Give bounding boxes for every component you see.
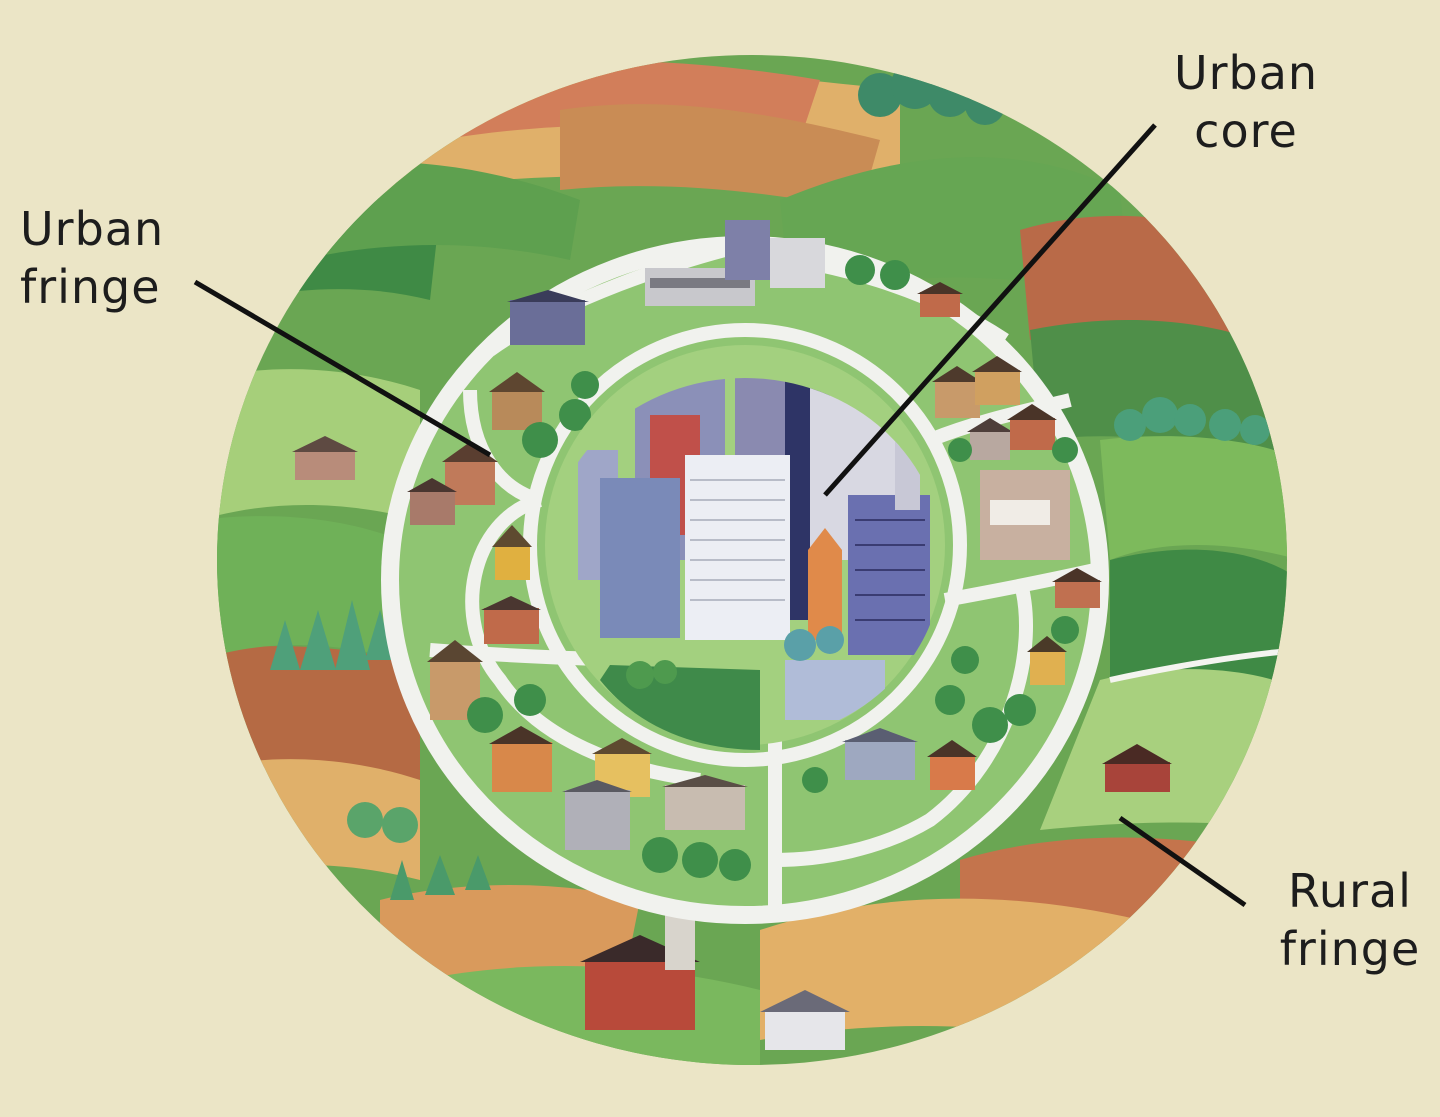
rural-fringe-label: Rural fringe: [1270, 862, 1430, 978]
office-block: [507, 290, 589, 345]
urban-fringe-label-line2: fringe: [20, 260, 161, 314]
urban-fringe-leader-line: [193, 279, 492, 458]
skyscraper: [848, 495, 930, 655]
suburban-house: [481, 596, 541, 644]
apartment-building: [842, 728, 918, 780]
field-patch: [217, 516, 400, 660]
suburban-house: [972, 356, 1022, 405]
suburban-house: [489, 726, 553, 792]
rural-house: [292, 436, 358, 480]
urban-fringe-label-line1: Urban: [20, 202, 165, 256]
rural-fringe-leader-line: [1118, 815, 1247, 908]
skyscraper: [685, 455, 790, 640]
suburban-house: [492, 525, 532, 580]
office-block: [725, 220, 825, 288]
urban-core-zone: [545, 345, 945, 750]
skyscraper: [600, 478, 680, 638]
urban-core-leader-line: [823, 123, 1157, 497]
field-patch: [1110, 549, 1287, 690]
rural-fringe-label-line2: fringe: [1279, 922, 1421, 976]
field-patch: [1100, 436, 1287, 560]
skyscraper: [808, 528, 842, 640]
barn: [580, 910, 700, 1030]
suburban-house: [1007, 404, 1057, 450]
urban-core-label-line2: core: [1194, 104, 1298, 158]
suburban-house: [917, 282, 963, 317]
urban-core-label: Urban core: [1166, 44, 1326, 160]
suburban-house: [967, 418, 1013, 460]
apartment-building: [662, 775, 748, 830]
suburban-house: [407, 478, 457, 525]
tree-cluster: [1114, 397, 1270, 445]
field-patch: [217, 646, 420, 780]
field-patch: [560, 104, 880, 210]
tree-cluster: [270, 600, 395, 670]
suburban-house: [1052, 568, 1102, 608]
tree-cluster: [467, 255, 1079, 881]
rural-house: [1102, 744, 1172, 792]
rural-fringe-label-line1: Rural: [1288, 864, 1412, 918]
urban-fringe-label: Urban fringe: [20, 200, 190, 316]
tree-cluster: [347, 802, 418, 843]
suburban-house: [932, 366, 982, 418]
road: [927, 393, 1072, 447]
urban-core-label-line1: Urban: [1173, 46, 1319, 100]
suburban-house: [927, 740, 977, 790]
skyscraper: [735, 378, 785, 460]
apartment-building: [562, 780, 632, 850]
suburban-house: [1027, 636, 1067, 685]
suburban-house: [442, 442, 498, 505]
tree-cluster: [390, 855, 491, 900]
road: [774, 578, 1033, 867]
farmhouse: [760, 990, 850, 1050]
warehouse: [980, 470, 1070, 560]
